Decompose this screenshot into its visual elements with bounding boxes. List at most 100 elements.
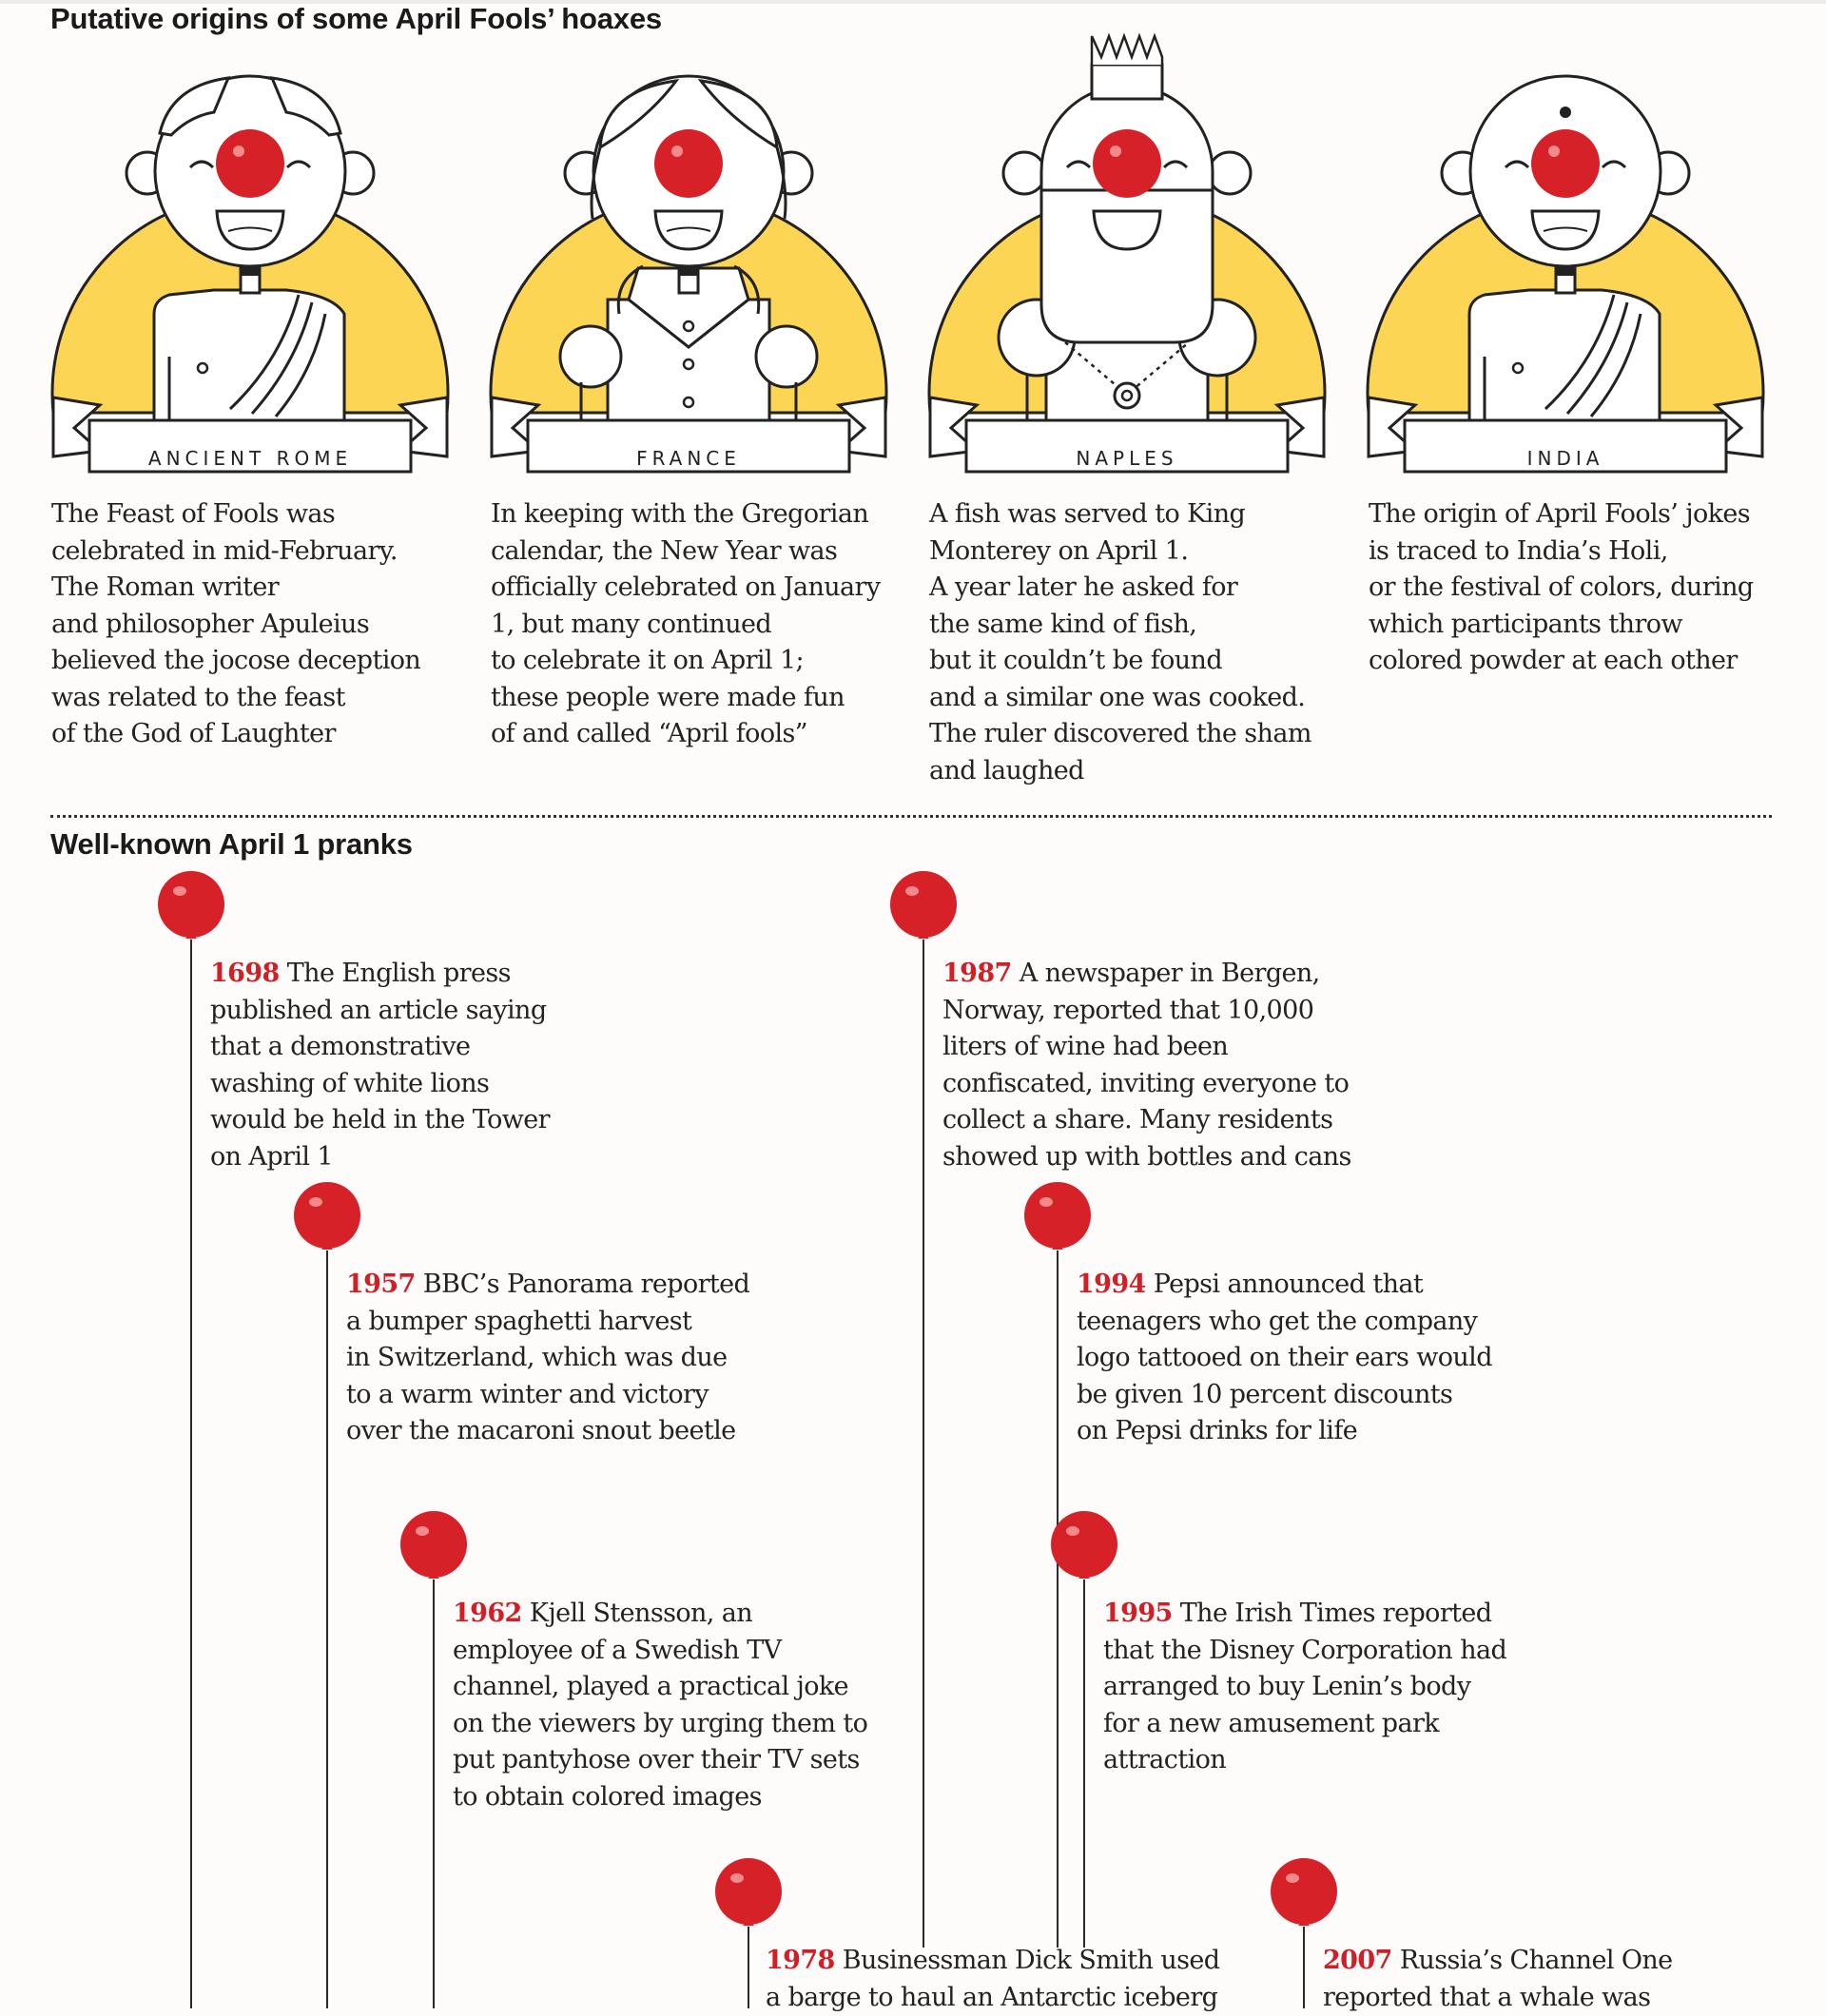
text-line: in Switzerland, which was due	[346, 1340, 749, 1377]
text-line: officially celebrated on January	[491, 570, 890, 607]
balloon-icon	[1022, 1181, 1093, 1251]
indian-clown-icon	[1363, 29, 1768, 475]
prank-year: 2007	[1323, 1946, 1392, 1975]
section-title-pranks: Well-known April 1 pranks	[50, 827, 413, 862]
text-line: The Irish Times reported	[1180, 1599, 1492, 1628]
roman-clown-icon	[48, 29, 453, 475]
origin-card-naples: NAPLES	[924, 29, 1330, 475]
prank-1987: 1987 A newspaper in Bergen, Norway, repor…	[942, 956, 1351, 1175]
prank-1994: 1994 Pepsi announced that teenagers who g…	[1077, 1267, 1492, 1450]
region-label: INDIA	[1363, 447, 1768, 470]
text-line: for a new amusement park	[1103, 1706, 1506, 1743]
text-line: or the festival of colors, during	[1369, 570, 1768, 607]
text-line: collect a share. Many residents	[942, 1102, 1351, 1139]
text-line: on Pepsi drinks for life	[1077, 1413, 1492, 1450]
balloon-icon	[398, 1510, 469, 1580]
text-line: is traced to India’s Holi,	[1369, 533, 1768, 571]
balloon-string	[1303, 1927, 1305, 2008]
text-line: but it couldn’t be found	[929, 643, 1329, 680]
text-line: a barge to haul an Antarctic iceberg	[766, 1980, 1219, 2016]
origin-text-france: In keeping with the Gregorian calendar, …	[491, 496, 890, 753]
text-line: A year later he asked for	[929, 570, 1329, 607]
text-line: Pepsi announced that	[1154, 1270, 1423, 1299]
text-line: of the God of Laughter	[51, 716, 451, 753]
origin-card-france: FRANCE	[486, 29, 891, 475]
prank-year: 1957	[346, 1270, 416, 1299]
text-line: Russia’s Channel One	[1400, 1946, 1673, 1975]
prank-year: 1962	[453, 1599, 522, 1628]
text-line: confiscated, inviting everyone to	[942, 1066, 1351, 1103]
prank-year: 1994	[1077, 1270, 1146, 1299]
balloon-icon	[1269, 1857, 1339, 1928]
origin-text-naples: A fish was served to King Monterey on Ap…	[929, 496, 1329, 789]
balloon-icon	[292, 1181, 362, 1251]
text-line: A fish was served to King	[929, 496, 1329, 533]
text-line: which participants throw	[1369, 607, 1768, 644]
text-line: on April 1	[210, 1139, 550, 1176]
text-line: and laughed	[929, 753, 1329, 790]
prank-year: 1995	[1103, 1599, 1173, 1628]
origin-text-india: The origin of April Fools’ jokes is trac…	[1369, 496, 1768, 680]
french-clown-icon	[486, 29, 891, 475]
text-line: A newspaper in Bergen,	[1020, 959, 1320, 988]
king-clown-icon	[924, 29, 1330, 475]
text-line: and philosopher Apuleius	[51, 607, 451, 644]
text-line: washing of white lions	[210, 1066, 550, 1103]
balloon-icon	[156, 870, 226, 940]
text-line: liters of wine had been	[942, 1029, 1351, 1066]
text-line: these people were made fun	[491, 680, 890, 717]
region-label: ANCIENT ROME	[48, 447, 453, 470]
text-line: Norway, reported that 10,000	[942, 993, 1351, 1030]
text-line: to celebrate it on April 1;	[491, 643, 890, 680]
region-label: FRANCE	[486, 447, 891, 470]
text-line: BBC’s Panorama reported	[423, 1270, 750, 1299]
balloon-icon	[888, 870, 959, 940]
text-line: a bumper spaghetti harvest	[346, 1304, 749, 1341]
text-line: would be held in the Tower	[210, 1102, 550, 1139]
balloon-string	[1083, 1580, 1085, 1948]
balloon-string	[1057, 1250, 1059, 1948]
text-line: The ruler discovered the sham	[929, 716, 1329, 753]
balloon-string	[326, 1250, 328, 2008]
text-line: The Feast of Fools was	[51, 496, 451, 533]
text-line: to obtain colored images	[453, 1779, 867, 1816]
text-line: employee of a Swedish TV	[453, 1633, 867, 1670]
text-line: over the macaroni snout beetle	[346, 1413, 749, 1450]
text-line: that the Disney Corporation had	[1103, 1633, 1506, 1670]
balloon-string	[433, 1580, 435, 2008]
text-line: arranged to buy Lenin’s body	[1103, 1669, 1506, 1706]
text-line: put pantyhose over their TV sets	[453, 1742, 867, 1779]
text-line: The English press	[287, 959, 511, 988]
text-line: showed up with bottles and cans	[942, 1139, 1351, 1176]
text-line: Monterey on April 1.	[929, 533, 1329, 571]
text-line: that a demonstrative	[210, 1029, 550, 1066]
origin-card-ancient-rome: ANCIENT ROME	[48, 29, 453, 475]
text-line: believed the jocose deception	[51, 643, 451, 680]
text-line: teenagers who get the company	[1077, 1304, 1492, 1341]
prank-1962: 1962 Kjell Stensson, an employee of a Swe…	[453, 1596, 867, 1815]
origin-card-india: INDIA	[1363, 29, 1768, 475]
balloon-icon	[1049, 1510, 1119, 1580]
text-line: calendar, the New Year was	[491, 533, 890, 571]
text-line: logo tattooed on their ears would	[1077, 1340, 1492, 1377]
text-line: was related to the feast	[51, 680, 451, 717]
text-line: The Roman writer	[51, 570, 451, 607]
text-line: celebrated in mid-February.	[51, 533, 451, 571]
text-line: and a similar one was cooked.	[929, 680, 1329, 717]
text-line: attraction	[1103, 1742, 1506, 1779]
prank-year: 1978	[766, 1946, 835, 1975]
text-line: be given 10 percent discounts	[1077, 1377, 1492, 1414]
text-line: reported that a whale was	[1323, 1980, 1673, 2016]
text-line: of and called “April fools”	[491, 716, 890, 753]
region-label: NAPLES	[924, 447, 1330, 470]
prank-2007: 2007 Russia’s Channel One reported that a…	[1323, 1943, 1673, 2016]
text-line: Kjell Stensson, an	[530, 1599, 752, 1628]
balloon-icon	[713, 1857, 784, 1928]
text-line: 1, but many continued	[491, 607, 890, 644]
balloon-string	[748, 1927, 749, 2008]
text-line: on the viewers by urging them to	[453, 1706, 867, 1743]
prank-year: 1987	[942, 959, 1012, 988]
